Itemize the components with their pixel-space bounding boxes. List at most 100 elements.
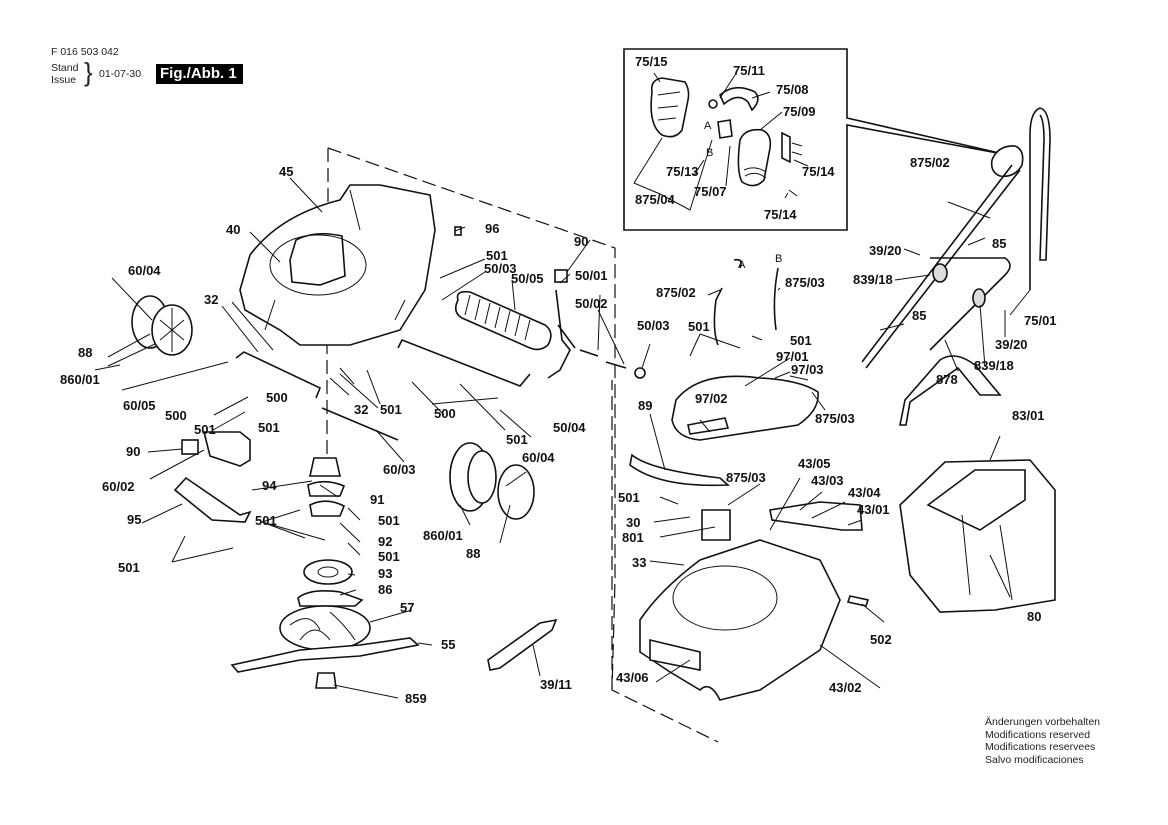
label-43-06: 43/06 (616, 670, 649, 685)
rod-60-03 (321, 407, 399, 441)
label-83-01: 83/01 (1012, 408, 1045, 423)
label-60-03: 60/03 (383, 462, 416, 477)
label-875-03-c: 875/03 (726, 470, 766, 485)
axle-50-04 (397, 338, 531, 387)
cable-875-02 (713, 258, 742, 346)
note-german: Änderungen vorbehalten (985, 716, 1101, 728)
label-97-03: 97/03 (791, 362, 824, 377)
label-500-b: 500 (266, 390, 288, 405)
inset-box (623, 48, 1009, 231)
label-b: B (706, 147, 713, 159)
label-501-l: 501 (618, 490, 640, 505)
label-75-07: 75/07 (694, 184, 727, 199)
axle-60-05 (235, 351, 322, 399)
roller-lever (547, 289, 576, 379)
label-88-a: 88 (78, 345, 92, 360)
wrench-39-11 (487, 618, 558, 671)
label-90-b: 90 (126, 444, 140, 459)
label-875-03-b: 875/03 (815, 411, 855, 426)
label-30: 30 (626, 515, 640, 530)
label-39-20-b: 39/20 (995, 337, 1028, 352)
stand-label: Stand (51, 62, 79, 74)
guard-95 (173, 476, 252, 523)
switch-lever (708, 86, 759, 112)
label-90-a: 90 (574, 234, 588, 249)
switch-cover (737, 128, 772, 187)
label-94: 94 (262, 478, 277, 493)
label-45: 45 (279, 164, 293, 179)
screw-502 (846, 595, 870, 607)
motor-cover (629, 375, 819, 487)
issue-date: 01-07-30 (99, 68, 142, 80)
note-english: Modifications reserved (985, 728, 1091, 741)
handle-upper (861, 107, 1051, 369)
label-39-20-a: 39/20 (869, 243, 902, 258)
label-501-f: 501 (255, 513, 277, 528)
label-32-a: 32 (204, 292, 218, 307)
label-75-01: 75/01 (1024, 313, 1057, 328)
label-85-b: 85 (912, 308, 926, 323)
label-50-04: 50/04 (553, 420, 586, 435)
rear-roller (454, 290, 552, 351)
label-43-02: 43/02 (829, 680, 862, 695)
handle-lower (899, 257, 1011, 426)
label-501-j: 501 (688, 319, 710, 334)
label-43-04: 43/04 (848, 485, 881, 500)
label-86: 86 (378, 582, 392, 597)
label-500-c: 500 (434, 406, 456, 421)
label-860-01-b: 860/01 (423, 528, 463, 543)
label-75-09: 75/09 (783, 104, 816, 119)
label-50-05: 50/05 (511, 271, 544, 286)
label-32-b: 32 (354, 402, 368, 417)
bracket-plate (781, 131, 791, 164)
label-50-03-b: 50/03 (637, 318, 670, 333)
cap-90 (554, 269, 568, 283)
note-spanish: Salvo modificaciones (985, 753, 1084, 766)
label-97-02: 97/02 (695, 391, 728, 406)
label-96: 96 (485, 221, 499, 236)
label-500-a: 500 (165, 408, 187, 423)
label-33: 33 (632, 555, 646, 570)
label-860-01-a: 860/01 (60, 372, 100, 387)
label-801: 801 (622, 530, 644, 545)
label-839-18-b: 839/18 (974, 358, 1014, 373)
label-60-05: 60/05 (123, 398, 156, 413)
leader-lines (94, 72, 1031, 699)
label-85-a: 85 (992, 236, 1006, 251)
label-43-01: 43/01 (857, 502, 890, 517)
label-501-e: 501 (506, 432, 528, 447)
rear-wheel-left (131, 295, 193, 356)
label-75-11: 75/11 (733, 63, 765, 78)
drive-stack (230, 457, 420, 689)
label-839-18-a: 839/18 (853, 272, 893, 287)
label-cable-b: B (775, 253, 782, 265)
label-a: A (704, 120, 712, 132)
label-43-05: 43/05 (798, 456, 831, 471)
label-501-g: 501 (378, 513, 400, 528)
label-50-02: 50/02 (575, 296, 608, 311)
label-60-04-b: 60/04 (522, 450, 555, 465)
label-501-h: 501 (378, 549, 400, 564)
label-39-11: 39/11 (540, 677, 572, 692)
label-60-04-a: 60/04 (128, 263, 161, 278)
label-91: 91 (370, 492, 384, 507)
switch-block (717, 119, 733, 139)
grass-box (899, 459, 1056, 613)
label-875-04: 875/04 (635, 192, 676, 207)
document-number: F 016 503 042 (51, 46, 119, 58)
label-50-03-a: 50/03 (484, 261, 517, 276)
label-93: 93 (378, 566, 392, 581)
label-80: 80 (1027, 609, 1041, 624)
modification-notes: Änderungen vorbehalten Modifications res… (985, 716, 1100, 766)
brace-symbol: } (84, 57, 93, 87)
cap-50-03 (634, 367, 646, 379)
label-875-02-a: 875/02 (656, 285, 696, 300)
cap-90-left (181, 439, 199, 455)
note-french: Modifications reservees (985, 741, 1096, 753)
label-501-b: 501 (380, 402, 402, 417)
label-502: 502 (870, 632, 892, 647)
label-859: 859 (405, 691, 427, 706)
screw-pair (788, 142, 803, 197)
label-43-03: 43/03 (811, 473, 844, 488)
